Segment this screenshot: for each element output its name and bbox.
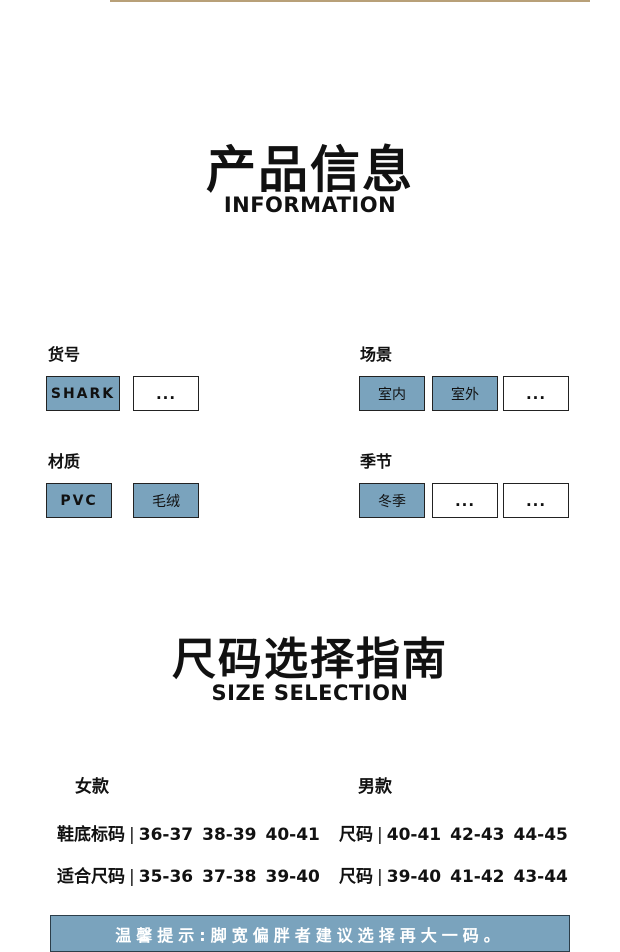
size-value: 36-37 [138,825,194,845]
size-value: 37-38 [202,867,257,887]
size-value: 35-36 [138,867,194,887]
label-men: 男款 [358,777,392,797]
size-title-cn: 尺码选择指南 [172,634,448,685]
tag-plush: 毛绒 [133,483,199,518]
size-value: 39-40 [386,867,442,887]
tag-more: ... [133,376,199,411]
tag-shark: SHARK [46,376,120,411]
tag-more: ... [503,376,569,411]
row-name: 适合尺码 [57,867,125,887]
label-material: 材质 [48,452,81,471]
size-title-en: SIZE SELECTION [211,681,409,705]
size-value: 40-41 [265,825,320,845]
size-value: 43-44 [513,867,568,887]
row-name: 尺码 [339,867,373,887]
row-name: 尺码 [339,825,373,845]
info-title-en: INFORMATION [223,193,397,217]
size-value: 44-45 [513,825,568,845]
size-value: 38-39 [202,825,257,845]
top-accent-line [110,0,590,2]
tag-outdoor: 室外 [432,376,498,411]
size-value: 39-40 [265,867,320,887]
label-scene: 场景 [360,345,393,364]
label-item-number: 货号 [48,345,81,364]
tag-more: ... [432,483,498,518]
notice-banner: 温馨提示:脚宽偏胖者建议选择再大一码。 [50,915,570,952]
info-title-cn: 产品信息 [206,141,414,199]
tag-pvc: PVC [46,483,112,518]
size-value: 42-43 [450,825,505,845]
size-value: 40-41 [386,825,442,845]
size-value: 41-42 [450,867,505,887]
tag-indoor: 室内 [359,376,425,411]
row-name: 鞋底标码 [57,825,125,845]
label-season: 季节 [360,452,393,471]
label-women: 女款 [75,777,109,797]
tag-winter: 冬季 [359,483,425,518]
tag-more: ... [503,483,569,518]
